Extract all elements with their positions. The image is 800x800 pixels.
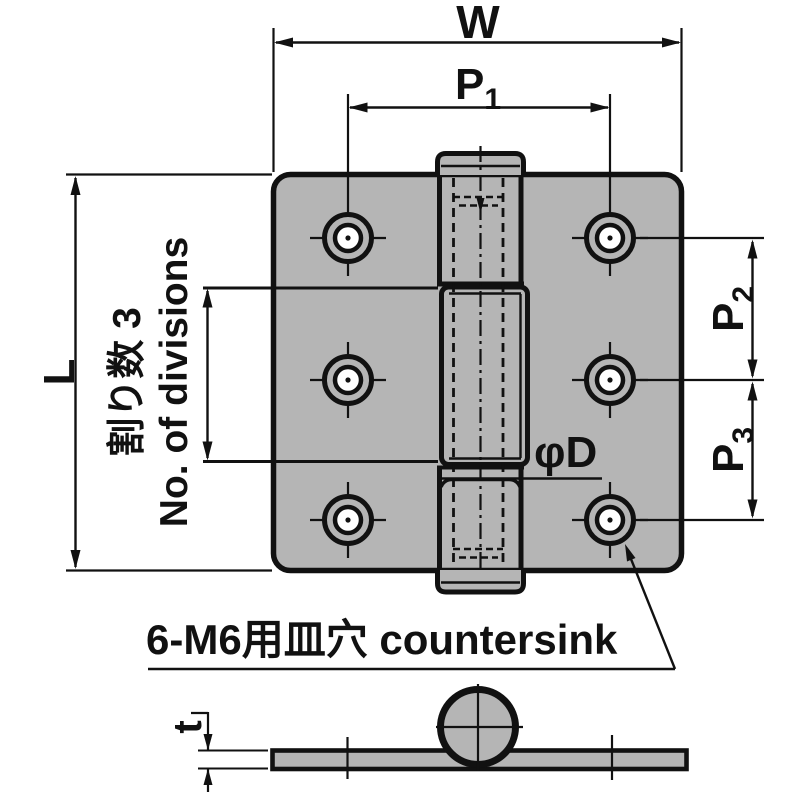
dim-p2-extension-lines xyxy=(640,236,764,382)
countersunk-hole-6 xyxy=(572,482,648,558)
dim-t-extension-lines xyxy=(198,749,268,770)
dim-label-p2-sub: 2 xyxy=(726,285,760,303)
dim-w-extension-lines xyxy=(272,28,683,172)
divisions-note-en: No. of divisions xyxy=(153,236,196,528)
countersunk-hole-1 xyxy=(310,200,386,276)
countersink-leader-line xyxy=(625,548,677,670)
centerline-arrowhead xyxy=(476,198,485,213)
dim-label-p2-main: P xyxy=(704,302,753,333)
countersink-leader-arrowhead xyxy=(625,544,636,562)
countersunk-hole-4 xyxy=(572,200,648,276)
dimension-p1 xyxy=(346,94,612,200)
dim-label-t: t xyxy=(166,720,210,734)
dim-t-arrow-up xyxy=(203,768,213,785)
dim-t-arrow-down xyxy=(203,734,213,751)
dim-l-arrow-up xyxy=(70,176,81,195)
dim-w-arrow-left xyxy=(274,37,293,48)
barrel-bottom-cap xyxy=(435,570,526,595)
dimension-divisions xyxy=(202,288,213,461)
hole-center-dot xyxy=(607,517,613,523)
dim-div-arrow-down xyxy=(202,441,213,461)
hole-center-dot xyxy=(345,517,351,523)
dim-p3-arrow-down xyxy=(747,499,758,519)
divisions-note-jp: 割り数 3 xyxy=(106,307,149,457)
dimension-p3 xyxy=(640,381,764,522)
dim-p2-arrow-up xyxy=(747,239,758,259)
dim-p3-arrow-up xyxy=(747,381,758,401)
dim-label-w: W xyxy=(456,0,500,48)
countersink-note-text: 6-M6用皿穴 countersink xyxy=(146,616,618,663)
dim-l-arrow-down xyxy=(70,550,81,569)
dim-label-p3: P3 xyxy=(704,402,760,498)
hole-center-dot xyxy=(607,235,613,241)
dim-label-p1-sub: 1 xyxy=(484,82,502,116)
countersunk-hole-5 xyxy=(572,342,648,418)
dim-l-extension-lines xyxy=(66,173,272,572)
countersink-leader xyxy=(148,544,677,671)
dim-label-p2: P2 xyxy=(704,261,760,357)
dimension-p2 xyxy=(640,236,764,382)
middle-knuckle xyxy=(439,284,530,467)
dim-div-arrow-up xyxy=(202,288,213,308)
dim-label-p1: P1 xyxy=(430,60,526,115)
dim-label-p1-main: P xyxy=(454,60,485,109)
dimension-l xyxy=(66,173,272,572)
dim-w-arrow-right xyxy=(662,37,681,48)
dim-p1-arrow-left xyxy=(348,102,368,113)
hole-center-dot xyxy=(345,235,351,241)
dim-p2-arrow-down xyxy=(747,359,758,379)
countersunk-hole-3 xyxy=(310,482,386,558)
dimension-w xyxy=(272,28,683,172)
dim-p1-extension-lines xyxy=(346,94,612,200)
hole-center-dot xyxy=(345,377,351,383)
hole-center-dot xyxy=(607,377,613,383)
dim-p1-arrow-right xyxy=(590,102,610,113)
bottom-profile-view xyxy=(270,684,689,780)
dim-label-l: L xyxy=(35,358,84,386)
divisions-note: 割り数 3 No. of divisions xyxy=(104,222,200,542)
dim-label-phi-d: φD xyxy=(534,428,598,477)
countersunk-hole-2 xyxy=(310,342,386,418)
dim-label-p3-main: P xyxy=(704,443,753,474)
dimension-t xyxy=(191,711,268,792)
dim-label-p3-sub: 3 xyxy=(726,426,760,444)
